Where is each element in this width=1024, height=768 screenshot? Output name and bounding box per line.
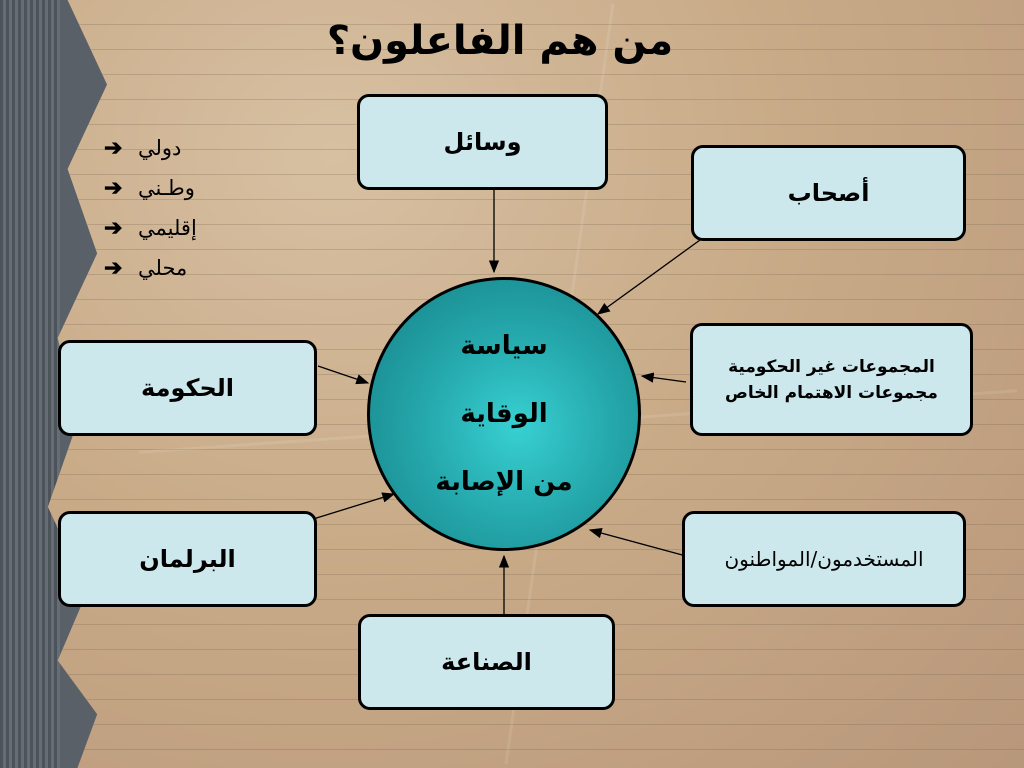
level-label: دولي	[138, 136, 182, 160]
actor-box-media: وسائل	[357, 94, 608, 190]
actor-label: أصحاب	[787, 179, 870, 207]
actor-box-ngo: المجموعات غير الحكومية مجموعات الاهتمام …	[690, 323, 973, 436]
actor-box-users: المستخدمون/المواطنون	[682, 511, 966, 607]
level-item: ➔ وطـني	[104, 168, 224, 208]
actor-box-owners: أصحاب	[691, 145, 966, 241]
arrow-right-icon: ➔	[104, 135, 123, 161]
actor-label: الحكومة	[141, 374, 234, 402]
center-line-3: من الإصابة	[435, 467, 573, 497]
actor-label: المستخدمون/المواطنون	[724, 547, 924, 571]
arrow-parliament	[309, 492, 396, 521]
level-item: ➔ دولي	[104, 128, 224, 168]
level-label: إقليمي	[138, 216, 197, 240]
background-stripe	[0, 0, 60, 768]
arrow-right-icon: ➔	[104, 215, 123, 241]
level-item: ➔ إقليمي	[104, 208, 224, 248]
actor-box-government: الحكومة	[58, 340, 317, 436]
arrow-right-icon: ➔	[104, 175, 123, 201]
actor-label: مجموعات الاهتمام الخاص	[725, 382, 938, 403]
levels-list: ➔ دولي ➔ وطـني ➔ إقليمي ➔ محلي	[104, 128, 224, 288]
actor-label: البرلمان	[139, 545, 236, 573]
center-line-1: سياسة	[460, 331, 548, 361]
center-line-2: الوقاية	[460, 399, 548, 429]
actor-box-parliament: البرلمان	[58, 511, 317, 607]
arrow-ngo	[640, 372, 687, 383]
arrow-right-icon: ➔	[104, 255, 123, 281]
actor-label: وسائل	[443, 128, 522, 156]
central-policy-circle: سياسة الوقاية من الإصابة	[367, 277, 641, 551]
arrow-owners	[596, 239, 701, 315]
level-item: ➔ محلي	[104, 248, 224, 288]
arrow-users	[588, 528, 687, 557]
actor-box-industry: الصناعة	[358, 614, 615, 710]
page-title: من هم الفاعلون؟	[326, 18, 674, 64]
actor-label: المجموعات غير الحكومية	[728, 356, 935, 377]
level-label: محلي	[138, 256, 188, 280]
arrow-government	[317, 365, 370, 385]
level-label: وطـني	[138, 176, 195, 200]
actor-label: الصناعة	[441, 648, 532, 676]
